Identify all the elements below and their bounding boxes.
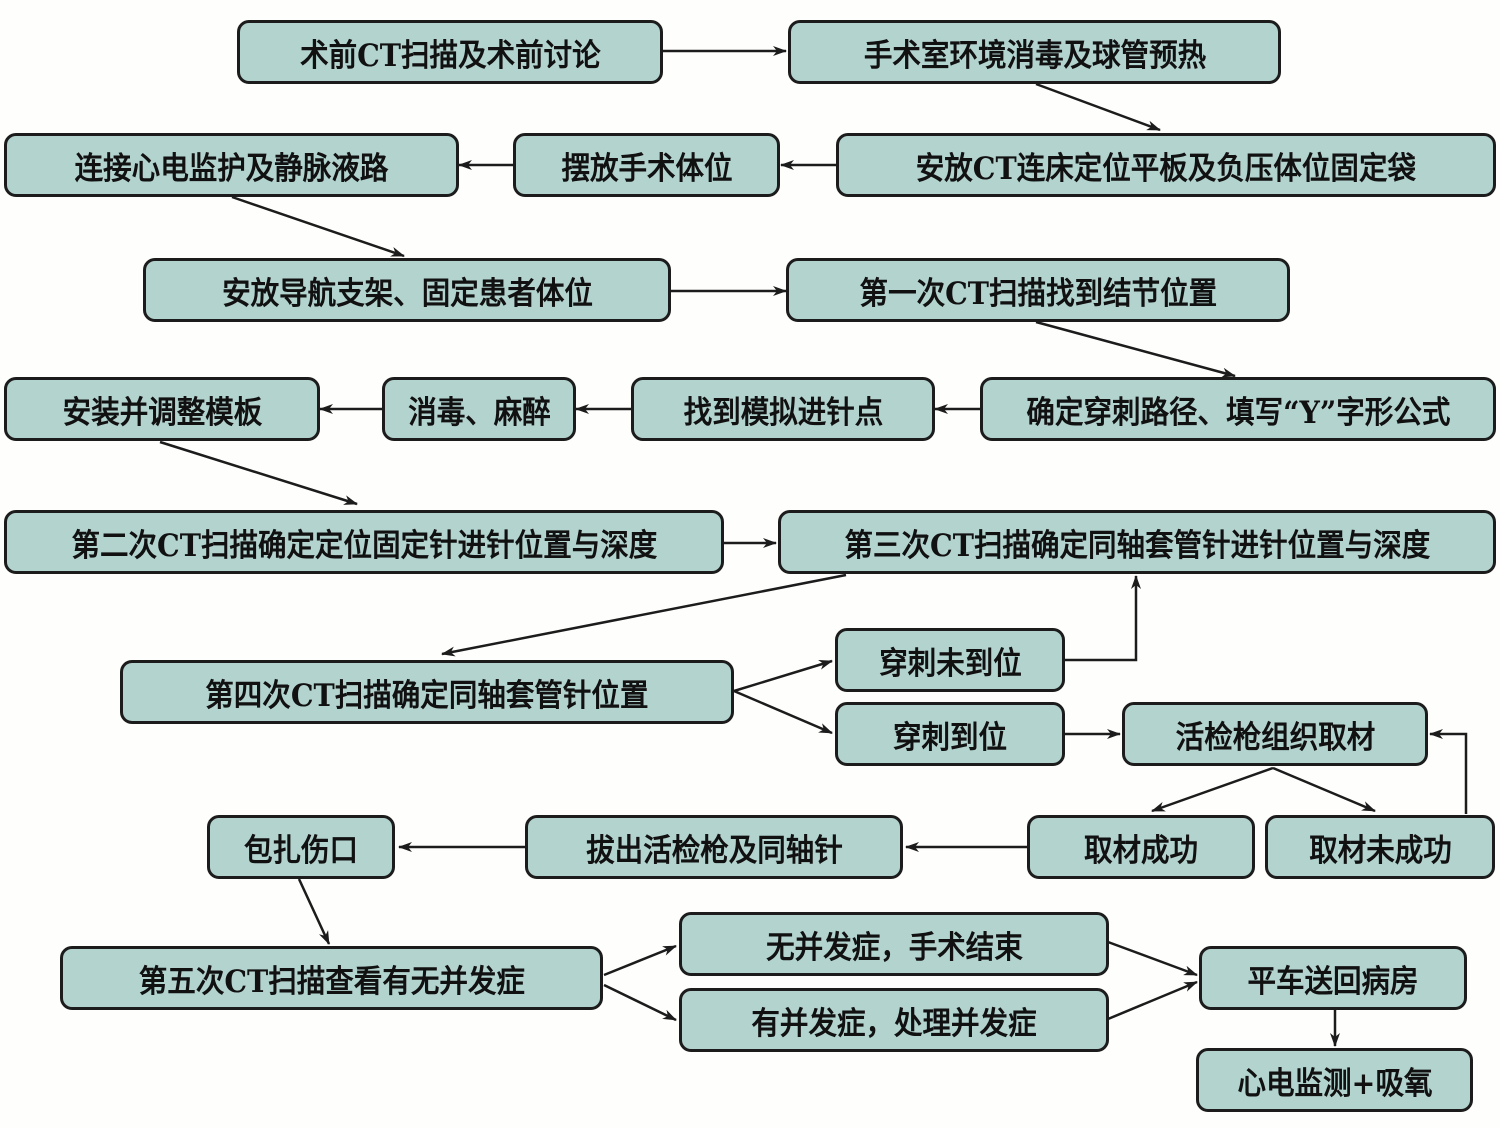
edge-n7-n8 (1035, 320, 1236, 378)
step-label: 第二次CT扫描确定定位固定针进针位置与深度 (71, 527, 657, 564)
step-return-ward: 平车送回病房 (1199, 946, 1467, 1010)
step-label: 摆放手术体位 (560, 150, 733, 187)
step-second-ct: 第二次CT扫描确定定位固定针进针位置与深度 (4, 510, 724, 574)
step-ecg-iv: 连接心电监护及静脉液路 (4, 133, 459, 197)
edge-n17-n19 (1272, 766, 1376, 813)
step-place-ct-board: 安放CT连床定位平板及负压体位固定袋 (836, 133, 1496, 197)
step-sampling-success: 取材成功 (1027, 815, 1255, 879)
step-complication-treat: 有并发症，处理并发症 (679, 988, 1109, 1052)
step-label: 术前CT扫描及术前讨论 (299, 37, 601, 74)
edge-n14-n15 (733, 659, 833, 693)
step-anesthesia: 消毒、麻醉 (382, 377, 576, 441)
step-entry-point: 找到模拟进针点 (631, 377, 935, 441)
step-label: 确定穿刺路径、填写“Y”字形公式 (1026, 394, 1450, 431)
edge-n2-n3 (1035, 82, 1161, 132)
edge-n21-n22 (297, 878, 331, 945)
step-label: 心电监测+吸氧 (1236, 1065, 1433, 1102)
step-bandage: 包扎伤口 (207, 815, 395, 879)
step-label: 穿刺到位 (892, 719, 1008, 756)
step-label: 平车送回病房 (1247, 963, 1419, 1000)
step-label: 安装并调整模板 (62, 394, 262, 431)
step-label: 穿刺未到位 (878, 645, 1022, 682)
step-template: 安装并调整模板 (4, 377, 320, 441)
step-navigation-frame: 安放导航支架、固定患者体位 (143, 258, 671, 322)
step-label: 包扎伤口 (243, 832, 359, 869)
step-ecg-oxygen: 心电监测+吸氧 (1196, 1048, 1473, 1112)
edge-n11-n12 (159, 440, 358, 506)
step-label: 第五次CT扫描查看有无并发症 (138, 963, 525, 1000)
edge-n17-n18 (1151, 766, 1274, 813)
step-remove-needles: 拔出活检枪及同轴针 (525, 815, 903, 879)
step-label: 拔出活检枪及同轴针 (585, 832, 843, 869)
step-label: 取材成功 (1083, 832, 1199, 869)
step-label: 安放导航支架、固定患者体位 (221, 275, 593, 312)
step-puncture-path: 确定穿刺路径、填写“Y”字形公式 (980, 377, 1496, 441)
step-label: 找到模拟进针点 (683, 394, 883, 431)
step-label: 取材未成功 (1308, 832, 1452, 869)
step-label: 第三次CT扫描确定同轴套管针进针位置与深度 (844, 527, 1430, 564)
step-puncture-not-reached: 穿刺未到位 (835, 628, 1065, 692)
edge-n19-n17 (1429, 729, 1468, 814)
step-label: 安放CT连床定位平板及负压体位固定袋 (915, 150, 1417, 187)
step-sampling-failed: 取材未成功 (1265, 815, 1495, 879)
step-fifth-ct: 第五次CT扫描查看有无并发症 (60, 946, 603, 1010)
edge-n24-n25 (1107, 980, 1198, 1021)
step-label: 手术室环境消毒及球管预热 (863, 37, 1206, 74)
step-label: 第一次CT扫描找到结节位置 (859, 275, 1217, 312)
step-preop-ct-discussion: 术前CT扫描及术前讨论 (237, 20, 663, 84)
step-label: 活检枪组织取材 (1175, 719, 1375, 756)
edge-n5-n6 (231, 195, 405, 258)
step-label: 第四次CT扫描确定同轴套管针位置 (205, 677, 649, 714)
step-fourth-ct: 第四次CT扫描确定同轴套管针位置 (120, 660, 734, 724)
edge-n22-n23 (603, 944, 677, 977)
step-first-ct: 第一次CT扫描找到结节位置 (786, 258, 1290, 322)
edge-n22-n24 (603, 983, 677, 1022)
edge-n23-n25 (1107, 940, 1198, 977)
step-room-disinfection: 手术室环境消毒及球管预热 (788, 20, 1281, 84)
step-third-ct: 第三次CT扫描确定同轴套管针进针位置与深度 (778, 510, 1496, 574)
step-label: 连接心电监护及静脉液路 (74, 150, 389, 187)
step-position-patient: 摆放手术体位 (513, 133, 780, 197)
step-puncture-reached: 穿刺到位 (835, 702, 1065, 766)
step-label: 消毒、麻醉 (407, 394, 551, 431)
edge-n15-n13 (1064, 575, 1141, 662)
step-biopsy-sampling: 活检枪组织取材 (1122, 702, 1428, 766)
step-label: 有并发症，处理并发症 (751, 1005, 1037, 1042)
step-label: 无并发症，手术结束 (765, 929, 1023, 966)
edge-n14-n16 (733, 689, 833, 735)
step-no-complication: 无并发症，手术结束 (679, 912, 1109, 976)
edge-n13-n14 (441, 573, 847, 657)
